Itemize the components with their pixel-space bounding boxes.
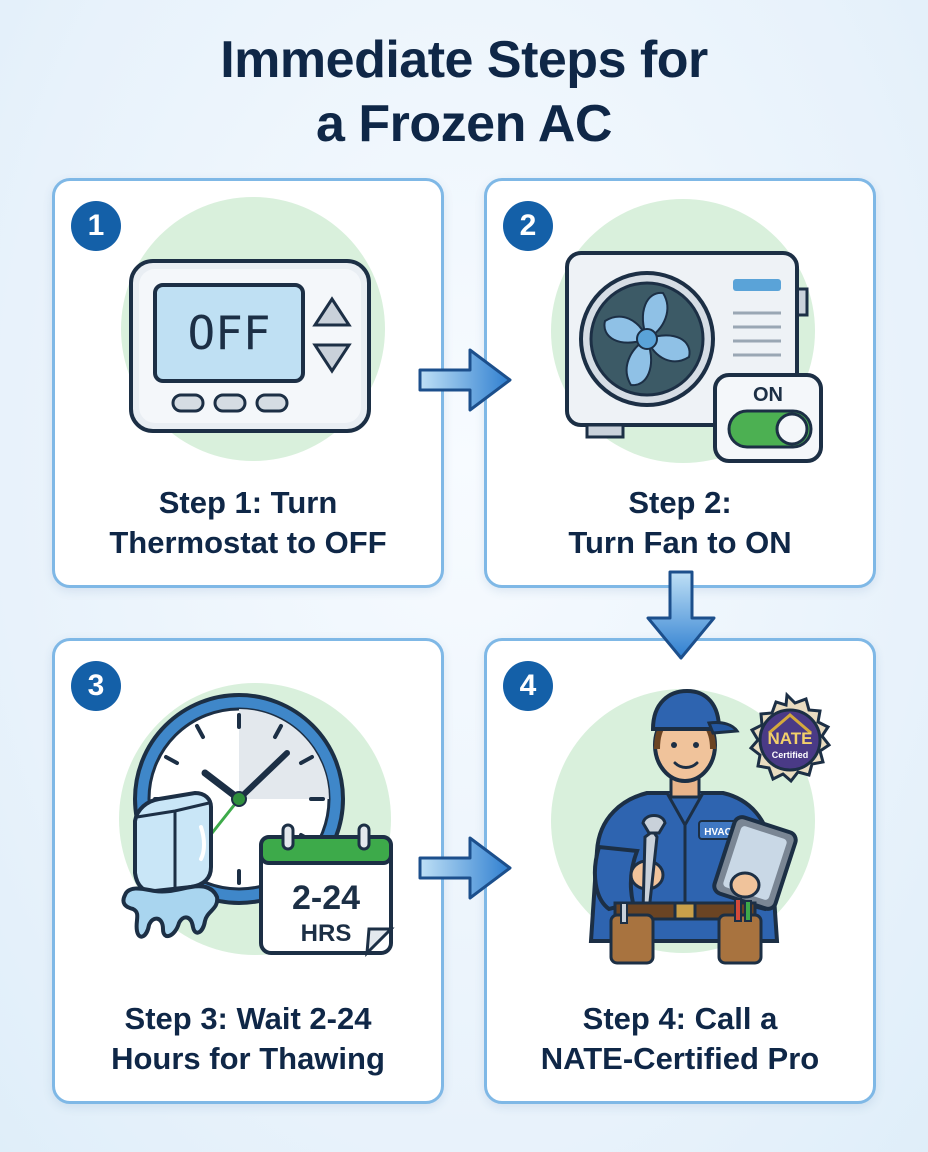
title-line-2: a Frozen AC <box>316 95 612 153</box>
step-card-3: 3 <box>52 638 444 1104</box>
ice-cube-icon <box>121 790 220 939</box>
outdoor-ac-unit-icon: ON <box>551 199 823 463</box>
step-label: Step 3: Wait 2-24 Hours for Thawing <box>55 999 441 1079</box>
calendar-hours-text: 2-24 <box>292 879 360 917</box>
down-arrow-icon <box>312 343 352 374</box>
calendar-icon: 2-24 HRS <box>259 823 395 957</box>
title-line-1: Immediate Steps for <box>220 31 708 89</box>
step-label-line-2: Turn Fan to ON <box>568 525 792 560</box>
step-card-4: 4 HVAC <box>484 638 876 1104</box>
thermostat-display-text: OFF <box>187 306 270 360</box>
step-number-badge: 3 <box>71 661 121 711</box>
switch-label: ON <box>753 384 783 406</box>
step-label-line-2: Hours for Thawing <box>111 1041 385 1076</box>
arrow-right-icon <box>418 348 512 412</box>
arrow-down-icon <box>646 570 716 660</box>
step-card-2: 2 ON Step 2: Turn Fan to ON <box>484 178 876 588</box>
page-title: Immediate Steps for a Frozen AC <box>0 28 928 156</box>
thaw-wait-illustration: 2-24 HRS <box>119 683 395 957</box>
shirt-text: HVAC <box>704 827 732 838</box>
step-card-1: 1 OFF Step 1: Turn Thermostat to OFF <box>52 178 444 588</box>
step-label-line-1: Step 4: Call a <box>582 1001 778 1036</box>
certification-badge-icon: NATE Certified <box>748 691 832 784</box>
step-number-badge: 4 <box>503 661 553 711</box>
step-number-badge: 1 <box>71 201 121 251</box>
badge-subtitle-text: Certified <box>772 750 809 760</box>
up-arrow-icon <box>312 296 352 327</box>
technician-icon: HVAC <box>588 688 798 965</box>
step-label: Step 1: Turn Thermostat to OFF <box>55 483 441 563</box>
step-label-line-1: Step 2: <box>628 485 732 520</box>
thermostat-icon: OFF <box>121 197 385 461</box>
calendar-unit-text: HRS <box>301 920 352 947</box>
step-number-badge: 2 <box>503 201 553 251</box>
step-label-line-1: Step 3: Wait 2-24 <box>124 1001 372 1036</box>
badge-title-text: NATE <box>767 729 812 748</box>
step-label: Step 4: Call a NATE-Certified Pro <box>487 999 873 1079</box>
technician-illustration: HVAC <box>551 688 832 965</box>
fan-blades-icon <box>603 291 691 387</box>
toggle-switch-icon: ON <box>713 373 823 463</box>
step-label: Step 2: Turn Fan to ON <box>487 483 873 563</box>
step-label-line-1: Step 1: Turn <box>158 485 338 520</box>
step-label-line-2: Thermostat to OFF <box>109 525 387 560</box>
step-label-line-2: NATE-Certified Pro <box>540 1041 820 1076</box>
arrow-right-icon <box>418 836 512 900</box>
